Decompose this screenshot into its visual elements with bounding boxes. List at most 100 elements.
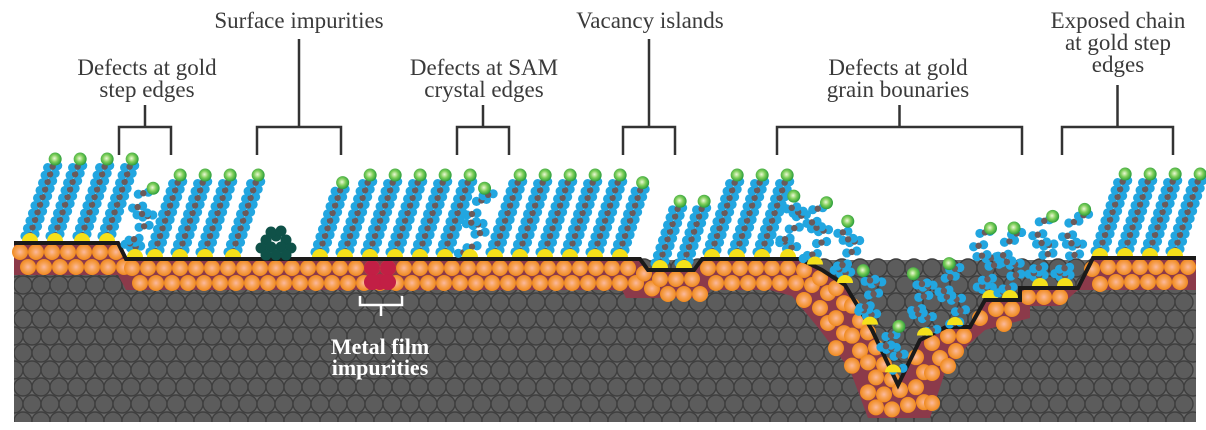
gold-atom	[1004, 301, 1020, 317]
metal-atom	[1156, 326, 1176, 346]
metal-atom	[1102, 292, 1122, 312]
carbon-atom	[169, 194, 176, 202]
gold-atom	[924, 335, 940, 351]
metal-atom	[724, 394, 744, 414]
sam-molecule	[485, 168, 528, 257]
carbon-atom	[384, 194, 391, 202]
sam-molecule	[906, 267, 942, 336]
metal-atom	[202, 394, 222, 414]
metal-atom	[445, 343, 465, 363]
metal-atom	[49, 411, 69, 422]
metal-atom	[148, 360, 168, 380]
metal-atom	[292, 292, 312, 312]
carbon-atom	[371, 232, 379, 240]
carbon-atom	[695, 213, 703, 220]
sam-molecule	[510, 168, 553, 257]
impurity-particle	[280, 249, 292, 261]
carbon-atom	[531, 202, 539, 209]
carbon-atom	[861, 303, 869, 310]
metal-atom	[535, 411, 555, 422]
carbon-atom	[1161, 201, 1169, 208]
metal-atom	[517, 343, 537, 363]
carbon-atom	[882, 342, 890, 350]
bracket-vacancy-islands	[621, 39, 677, 155]
gold-atom	[828, 340, 844, 357]
sam-molecule	[223, 168, 266, 257]
carbon-atom	[1101, 231, 1109, 239]
gold-atom	[316, 260, 332, 276]
metal-atom	[544, 326, 564, 346]
metal-atom	[553, 411, 573, 422]
metal-atom	[175, 309, 195, 329]
metal-atom	[1030, 326, 1050, 346]
gold-atom	[796, 292, 812, 308]
gold-atom	[940, 328, 956, 344]
bracket-gold-step-edges	[117, 105, 173, 155]
carbon-atom	[1151, 231, 1159, 239]
carbon-atom	[551, 217, 559, 224]
metal-atom	[760, 394, 780, 414]
metal-atom	[1066, 326, 1086, 346]
metal-atom	[1102, 360, 1122, 380]
metal-atom	[724, 360, 744, 380]
gold-atom	[860, 384, 876, 401]
carbon-atom	[1189, 193, 1196, 201]
metal-atom	[337, 411, 357, 422]
carbon-atom	[156, 232, 164, 240]
carbon-atom	[66, 186, 74, 193]
gold-atom	[1180, 259, 1196, 275]
label-brackets	[117, 39, 1175, 155]
metal-atom	[274, 292, 294, 312]
gold-atom	[1124, 274, 1140, 290]
carbon-atom	[1035, 264, 1043, 271]
metal-atom	[14, 394, 24, 414]
carbon-atom	[468, 219, 475, 226]
carbon-atom	[461, 187, 469, 194]
tail-group	[146, 181, 160, 195]
carbon-atom	[426, 217, 434, 224]
tail-group	[819, 196, 833, 210]
gold-atom	[148, 275, 164, 291]
metal-atom	[1084, 360, 1104, 380]
carbon-atom	[179, 240, 186, 247]
gold-atom	[412, 260, 428, 276]
carbon-atom	[121, 178, 128, 186]
label-line: crystal edges	[424, 77, 544, 102]
metal-atom	[94, 360, 114, 380]
metal-atom	[292, 394, 312, 414]
metal-atom	[1003, 411, 1023, 422]
carbon-atom	[234, 232, 242, 240]
gold-atom	[68, 259, 84, 275]
metal-atom	[319, 411, 339, 422]
carbon-atom	[761, 240, 768, 247]
metal-atom	[796, 394, 816, 414]
gold-atom	[988, 301, 1004, 317]
carbon-atom	[1139, 193, 1146, 201]
metal-atom	[49, 275, 69, 295]
metal-atom	[22, 360, 42, 380]
gold-layer	[12, 243, 1196, 418]
gold-atom	[12, 244, 28, 260]
metal-atom	[715, 309, 735, 329]
metal-atom	[616, 326, 636, 346]
head-group	[225, 249, 241, 257]
gold-atom	[844, 327, 860, 344]
carbon-atom	[449, 225, 456, 232]
metal-atom	[553, 377, 573, 397]
carbon-atom	[1109, 208, 1116, 216]
carbon-atom	[918, 280, 926, 288]
metal-atom	[625, 343, 645, 363]
metal-atom	[436, 394, 456, 414]
tail-group	[983, 221, 997, 235]
sam-molecule	[1090, 167, 1133, 256]
sam-molecule	[1165, 167, 1206, 256]
metal-atom	[139, 343, 159, 363]
metal-atom	[85, 275, 105, 295]
carbon-atom	[529, 209, 536, 217]
gold-atom	[1092, 276, 1108, 292]
gold-atom	[1020, 289, 1036, 305]
carbon-atom	[546, 232, 554, 240]
carbon-atom	[738, 232, 746, 240]
carbon-atom	[1181, 216, 1189, 223]
metal-atom	[1093, 309, 1113, 329]
